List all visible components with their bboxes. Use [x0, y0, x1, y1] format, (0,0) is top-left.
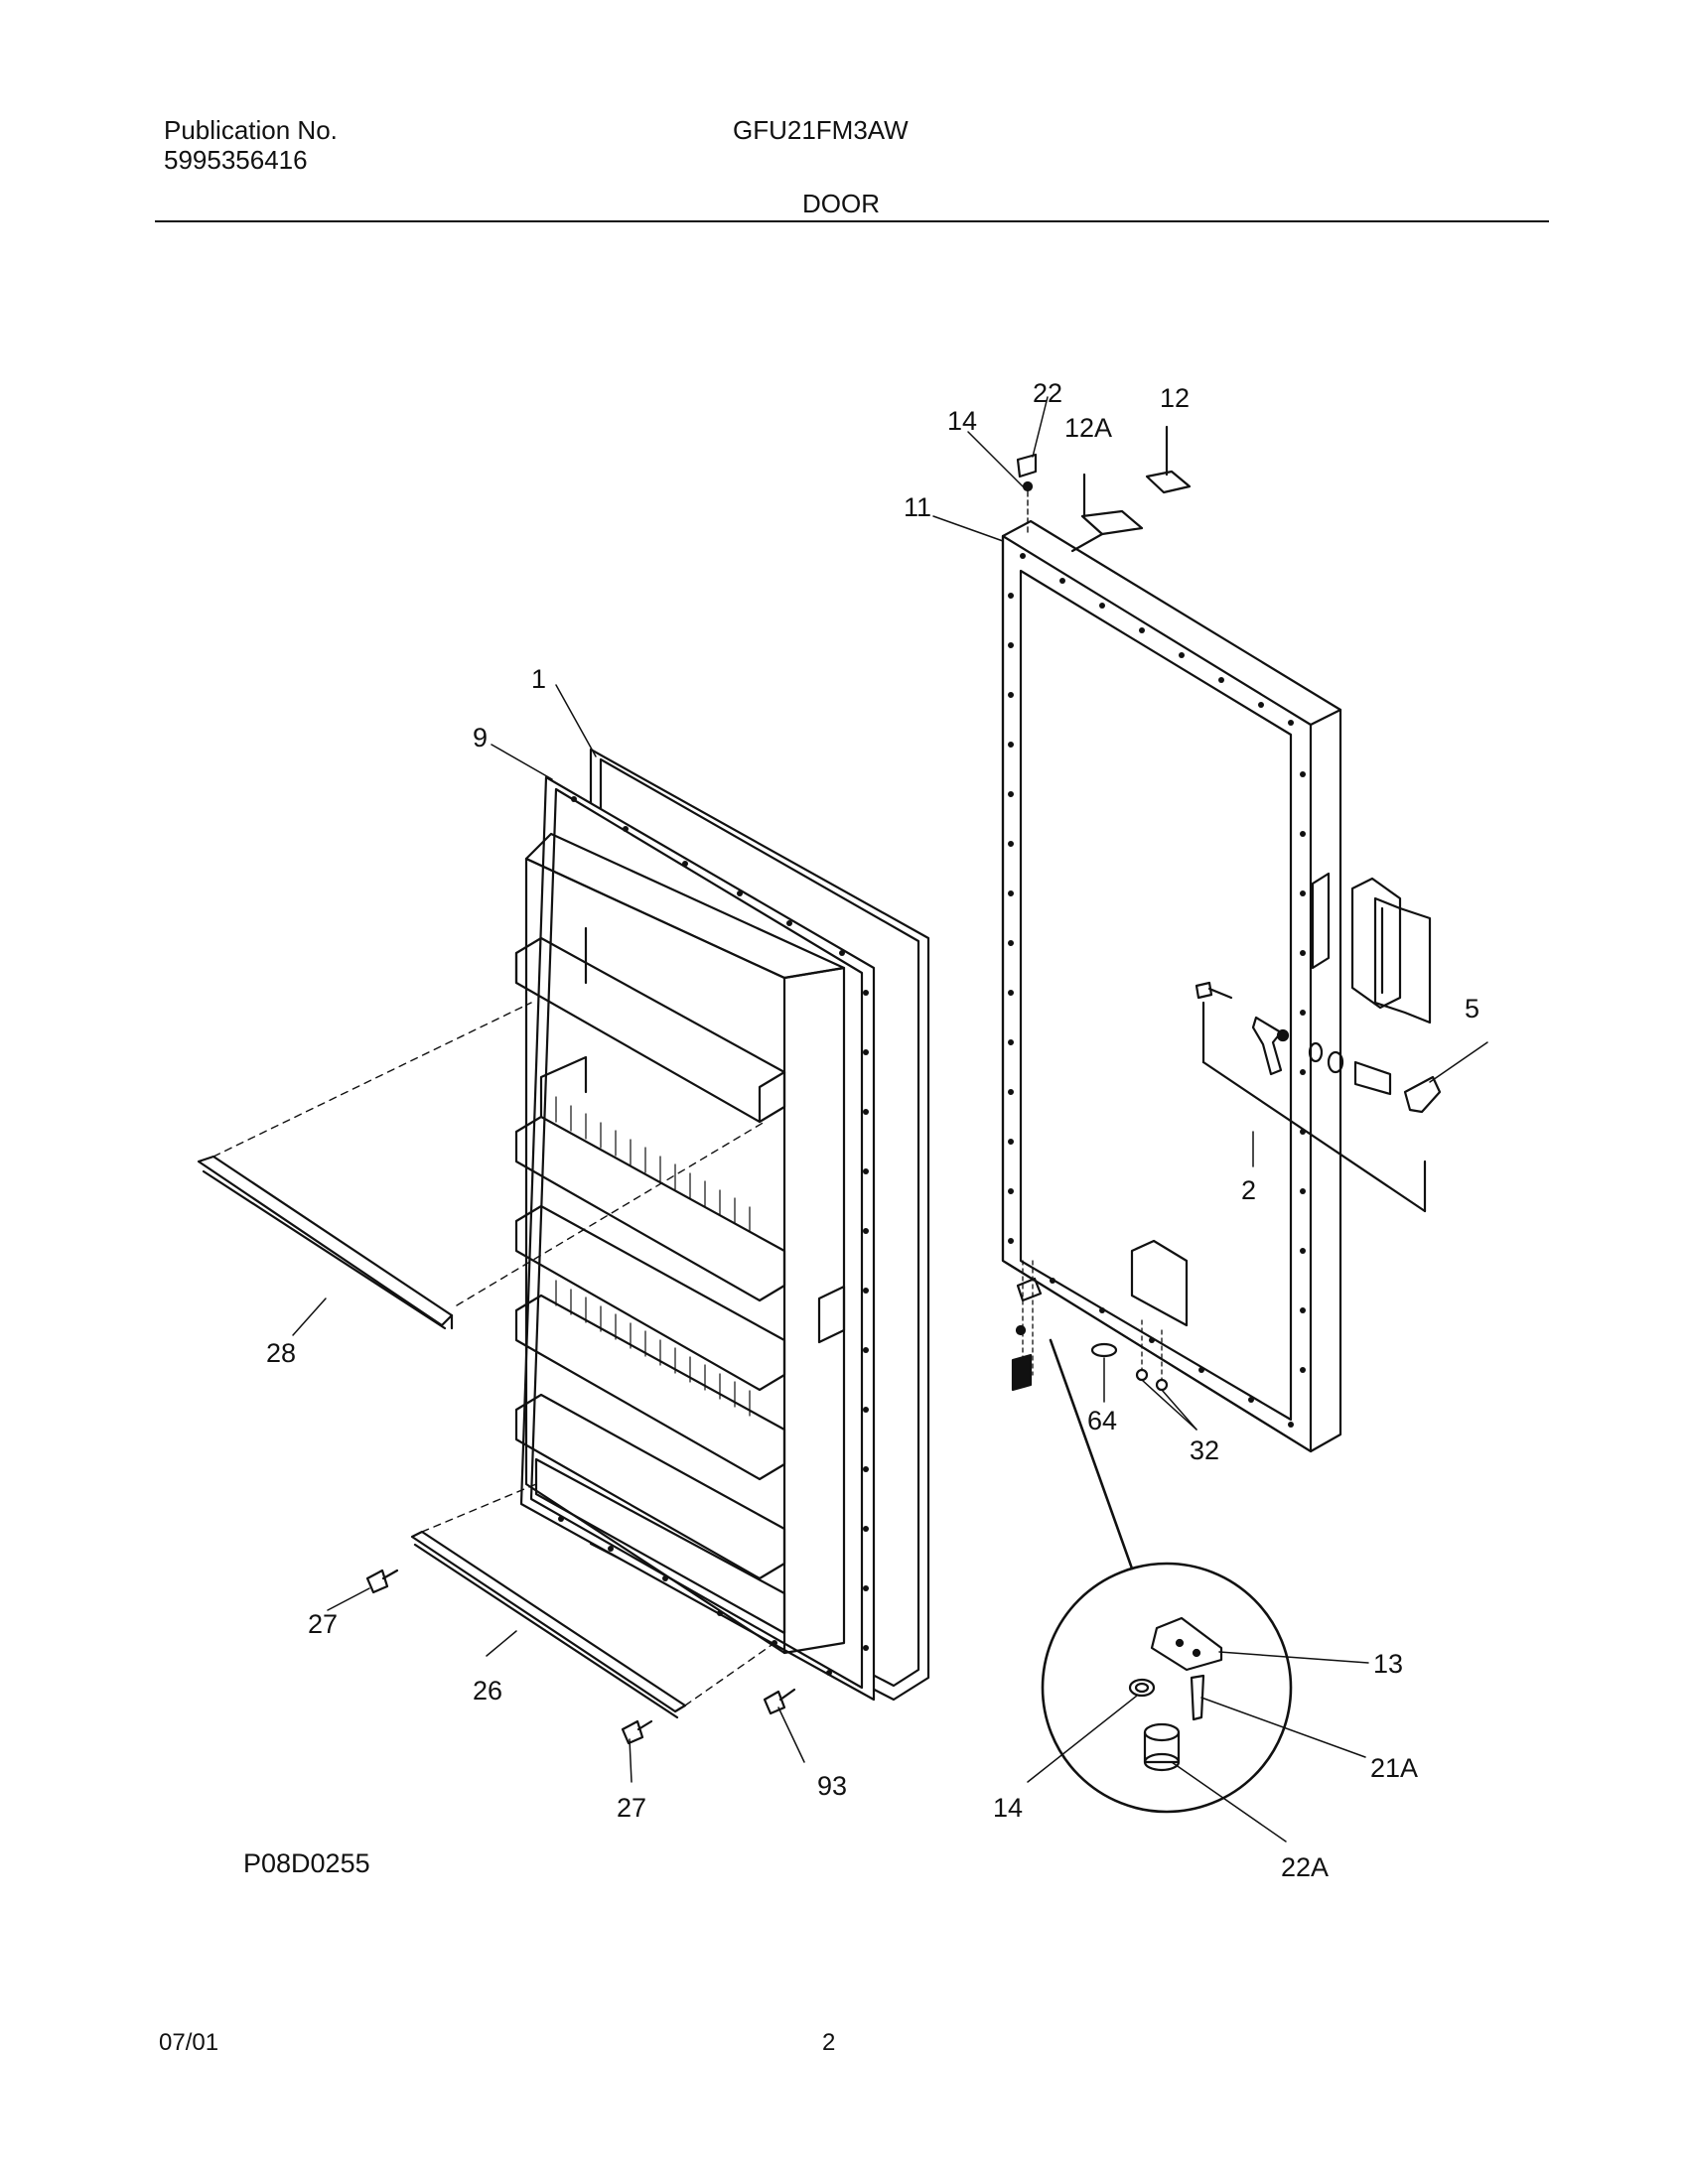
callout-27-lower: 27 [617, 1793, 646, 1823]
callout-14-top: 14 [947, 406, 977, 436]
callout-22a: 22A [1281, 1852, 1329, 1882]
callout-1: 1 [531, 664, 546, 694]
figure-code: P08D0255 [243, 1848, 370, 1878]
callout-9: 9 [473, 723, 488, 752]
callout-28: 28 [266, 1338, 296, 1368]
footer-page-number: 2 [822, 2029, 836, 2056]
callout-22: 22 [1033, 378, 1062, 408]
lock-assembly [1195, 981, 1442, 1213]
callout-labels: 1 9 28 27 26 27 93 11 14 22 12A 12 5 2 6… [266, 378, 1479, 1882]
callout-27-upper: 27 [308, 1609, 338, 1639]
callout-12: 12 [1160, 383, 1190, 413]
publication-label: Publication No. [164, 115, 338, 145]
footer-date: 07/01 [159, 2029, 219, 2056]
callout-21a: 21A [1370, 1753, 1418, 1783]
header-rule [155, 220, 1549, 222]
label-12a [1070, 473, 1144, 553]
fastener-27-upper [365, 1569, 399, 1594]
callout-32: 32 [1190, 1435, 1219, 1465]
door-shelves [514, 926, 786, 1635]
outer-door-panel [1001, 519, 1342, 1453]
callout-14-detail: 14 [993, 1793, 1023, 1823]
label-12 [1145, 425, 1192, 494]
callout-2: 2 [1241, 1175, 1256, 1205]
callout-13: 13 [1373, 1649, 1403, 1679]
publication-number: 5995356416 [164, 145, 308, 175]
hinge-detail-circle [1041, 1338, 1293, 1814]
fastener-93 [763, 1688, 796, 1715]
callout-11: 11 [904, 492, 931, 522]
section-title: DOOR [802, 189, 880, 218]
model-number: GFU21FM3AW [733, 115, 909, 145]
callout-64: 64 [1087, 1406, 1117, 1435]
inner-door-liner [519, 775, 876, 1702]
callout-93: 93 [817, 1771, 847, 1801]
callout-5: 5 [1465, 994, 1479, 1024]
callout-12a: 12A [1064, 413, 1112, 443]
shelf-bar-28 [197, 1155, 454, 1330]
fastener-27-lower [621, 1719, 653, 1745]
callout-26: 26 [473, 1676, 502, 1706]
top-screw-22 [1016, 453, 1038, 537]
door-handle [1350, 877, 1432, 1024]
